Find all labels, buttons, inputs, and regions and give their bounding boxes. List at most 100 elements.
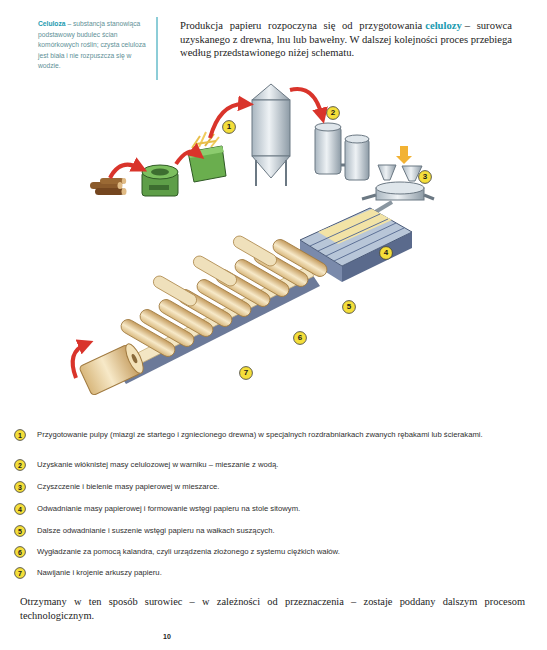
list-number: 7 <box>14 567 26 579</box>
flow-arrows <box>110 165 140 178</box>
digester-silo <box>285 160 287 186</box>
wood-logs <box>118 182 123 189</box>
chip-hopper <box>196 141 216 144</box>
callout-label: 1 <box>222 120 236 134</box>
dryer-rollers <box>151 274 199 308</box>
callout-circle <box>240 367 253 380</box>
step-description-text: Wygładzanie za pomocą kalandra, czyli ur… <box>37 547 340 556</box>
callout-label: 4 <box>379 246 393 260</box>
intro-paragraph-text: celulozy <box>425 20 461 31</box>
step-description: Nawijanie i krojenie arkuszy papieru. <box>37 567 507 578</box>
flow-arrows <box>73 344 86 378</box>
grinder <box>149 185 169 190</box>
bleach-mixer <box>378 165 396 180</box>
machine-base <box>116 266 320 384</box>
list-number: 3 <box>14 481 26 493</box>
pulp-tanks <box>345 135 369 143</box>
callout-number: 6 <box>293 331 307 345</box>
sidebar-definition-text: Celuloza <box>38 20 66 27</box>
wire-table <box>318 219 388 251</box>
closing-paragraph-text: Otrzymany w ten sposób surowiec – w zale… <box>20 596 525 621</box>
flow-arrows <box>210 104 246 138</box>
callout-label: 3 <box>14 481 26 493</box>
callout-label: 7 <box>14 567 26 579</box>
dryer-rollers <box>119 234 330 359</box>
callout-number: 2 <box>326 106 340 120</box>
callout-circle <box>15 568 26 579</box>
digester-silo <box>252 156 290 178</box>
closing-paragraph: Otrzymany w ten sposób surowiec – w zale… <box>20 595 525 623</box>
page-number: 10 <box>163 633 193 640</box>
grinder <box>142 165 178 179</box>
machine-base <box>118 274 320 384</box>
digester-silo <box>252 84 290 186</box>
paper-reel <box>79 342 147 396</box>
pulp-tanks <box>315 123 341 131</box>
flow-arrows <box>176 152 198 164</box>
wood-logs <box>95 188 124 195</box>
pulp-tanks <box>315 123 369 180</box>
grinder <box>142 165 178 196</box>
callout-circle <box>419 171 432 184</box>
dryer-rollers <box>151 274 199 308</box>
callout-label: 2 <box>14 459 26 471</box>
callout-label: 5 <box>342 300 356 314</box>
dryer-rollers <box>191 254 239 288</box>
callout-circle <box>294 332 307 345</box>
callout-circle <box>15 504 26 515</box>
callout-number: 4 <box>379 246 393 260</box>
wood-logs <box>122 178 126 184</box>
pulp-tanks <box>315 126 341 174</box>
callout-label: 2 <box>326 106 340 120</box>
step-description-text: Dalsze odwadnianie i suszenie wstęgi pap… <box>37 526 275 535</box>
sidebar-definition: Celuloza– substancja stanowiąca podstawo… <box>38 19 151 72</box>
list-number: 4 <box>14 503 26 515</box>
callout-circle <box>15 526 26 537</box>
sidebar-definition-text: – substancja stanowiąca podstawowy budul… <box>38 20 146 69</box>
chip-hopper <box>188 132 226 182</box>
callout-label: 3 <box>418 170 432 184</box>
list-number: 1 <box>14 429 26 441</box>
bleach-mixer <box>362 146 434 214</box>
digester-silo <box>255 160 257 186</box>
step-description-text: Przygotowanie pulpy (miazgi ze startego … <box>37 430 483 439</box>
wire-table <box>334 228 404 261</box>
pulp-tanks <box>341 164 345 167</box>
list-number: 5 <box>14 525 26 537</box>
list-number: 6 <box>14 546 26 558</box>
bleach-mixer <box>396 146 412 164</box>
dryer-rollers <box>231 234 279 268</box>
intro-paragraph-text: Produkcja papieru rozpoczyna się od przy… <box>180 20 422 31</box>
callout-circle <box>15 430 26 441</box>
page-number-text: 10 <box>163 633 171 640</box>
step-description: Dalsze odwadnianie i suszenie wstęgi pap… <box>37 525 507 536</box>
callout-label: 6 <box>293 331 307 345</box>
callout-circle <box>15 460 26 471</box>
digester-silo <box>252 84 290 100</box>
callout-label: 7 <box>239 366 253 380</box>
callout-label: 5 <box>14 525 26 537</box>
intro-paragraph: Produkcja papieru rozpoczyna się od przy… <box>180 19 512 60</box>
callout-circle <box>380 247 393 260</box>
flow-arrows <box>73 89 322 378</box>
paper-reel <box>131 353 139 364</box>
flow-arrows <box>290 89 322 116</box>
dryer-rollers <box>191 254 239 288</box>
step-description: Wygładzanie za pomocą kalandra, czyli ur… <box>37 546 507 557</box>
wire-table <box>310 214 380 246</box>
list-number: 2 <box>14 459 26 471</box>
callout-circle <box>327 107 340 120</box>
digester-silo <box>252 100 290 156</box>
dryer-rollers <box>231 234 279 268</box>
callout-circle <box>223 121 236 134</box>
step-description: Czyszczenie i bielenie masy papierowej w… <box>37 481 507 492</box>
callout-label: 6 <box>14 546 26 558</box>
callout-label: 1 <box>14 429 26 441</box>
callout-circle <box>343 301 356 314</box>
callout-number: 7 <box>239 366 253 380</box>
step-description: Uzyskanie włóknistej masy celulozowej w … <box>37 459 507 470</box>
step-description-text: Uzyskanie włóknistej masy celulozowej w … <box>37 460 278 469</box>
callout-number: 1 <box>222 120 236 134</box>
grinder <box>151 169 169 176</box>
